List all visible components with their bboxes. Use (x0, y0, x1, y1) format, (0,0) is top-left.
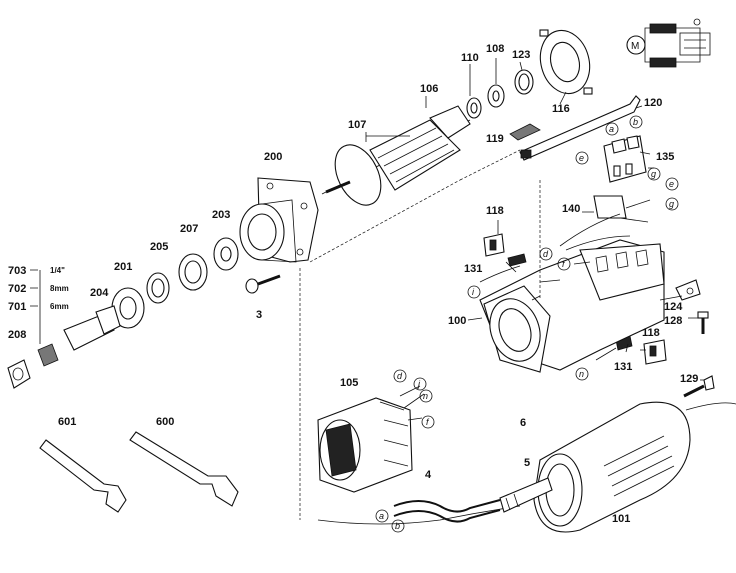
label-4: 4 (425, 469, 432, 481)
label-204: 204 (90, 287, 109, 299)
wire-g-capacitor: g (669, 199, 674, 209)
label-702: 702 (8, 283, 26, 295)
wire-d-capacitor: d (543, 249, 549, 259)
wire-d-stator: d (397, 371, 403, 381)
nut-201 (111, 287, 145, 329)
label-207: 207 (180, 223, 198, 235)
label-100: 100 (448, 315, 466, 327)
size-703: 1/4" (50, 266, 65, 275)
brush-holder-upper (483, 233, 527, 267)
label-601: 601 (58, 416, 76, 428)
label-701: 701 (8, 301, 26, 313)
collet (37, 343, 59, 367)
label-116: 116 (552, 103, 570, 115)
label-703: 703 (8, 265, 26, 277)
brush-holder-lower (615, 335, 667, 365)
label-120: 120 (644, 97, 662, 109)
screw-3 (245, 274, 281, 294)
washer-207 (178, 253, 208, 291)
wire-i-housing: i (472, 287, 475, 297)
bearings-top (466, 69, 534, 119)
label-6: 6 (520, 417, 526, 429)
label-105: 105 (340, 377, 358, 389)
wire-labels: a b e g e g d f i n d j n f a b (375, 115, 679, 533)
label-131-top: 131 (464, 263, 482, 275)
label-131-bottom: 131 (614, 361, 632, 373)
label-106: 106 (420, 83, 438, 95)
spindle-204 (63, 305, 121, 351)
label-119: 119 (486, 133, 504, 145)
wire-n-housing: n (579, 369, 584, 379)
wire-a-switch: a (609, 124, 614, 134)
wire-f-capacitor: f (562, 259, 566, 269)
wire-f-stator: f (426, 417, 430, 427)
label-3: 3 (256, 309, 262, 321)
wire-b-switch: b (633, 117, 638, 127)
wire-b-cord: b (395, 521, 400, 531)
wire-a-cord: a (379, 511, 384, 521)
label-118-top: 118 (486, 205, 504, 217)
wire-j-stator: j (417, 379, 421, 389)
bearing-bracket-116 (539, 29, 593, 95)
armature-107 (321, 105, 471, 206)
field-coil-105 (317, 385, 425, 493)
switch-button-119 (509, 123, 541, 141)
motor-housing-100 (479, 239, 665, 373)
label-128: 128 (664, 315, 682, 327)
wiring-schematic: M (626, 18, 711, 68)
label-205: 205 (150, 241, 168, 253)
wire-e-switch: e (579, 153, 584, 163)
clamp-124 (675, 279, 701, 301)
label-600: 600 (156, 416, 174, 428)
label-129: 129 (680, 373, 698, 385)
label-135: 135 (656, 151, 674, 163)
label-118-bottom: 118 (642, 327, 660, 339)
screw-128 (697, 311, 709, 334)
label-124: 124 (664, 301, 683, 313)
label-140: 140 (562, 203, 580, 215)
size-702: 8mm (50, 284, 69, 293)
bearing-203 (213, 237, 239, 271)
switch-bar-120 (519, 95, 641, 161)
cord-sleeve-5 (499, 477, 553, 513)
label-108: 108 (486, 43, 504, 55)
label-101: 101 (612, 513, 630, 525)
switch-135 (603, 135, 647, 183)
label-123: 123 (512, 49, 530, 61)
wire-n-stator: n (423, 391, 428, 401)
label-200: 200 (264, 151, 282, 163)
capacitor-140 (593, 195, 651, 223)
wrench-600 (129, 431, 239, 507)
label-201: 201 (114, 261, 132, 273)
screw-129 (683, 375, 715, 398)
washer-205 (146, 272, 170, 304)
wrench-601 (39, 439, 127, 513)
collet-nut-208 (7, 359, 31, 389)
label-5: 5 (524, 457, 530, 469)
wire-g-switch: g (651, 169, 656, 179)
label-107: 107 (348, 119, 366, 131)
power-cord-4 (393, 499, 501, 523)
size-701: 6mm (50, 302, 69, 311)
label-110: 110 (461, 52, 479, 64)
label-208: 208 (8, 329, 26, 341)
wire-e-capacitor: e (669, 179, 674, 189)
housing-101 (533, 401, 736, 533)
label-203: 203 (212, 209, 230, 221)
bearing-flange-200 (239, 177, 319, 263)
svg-text:M: M (631, 41, 639, 52)
